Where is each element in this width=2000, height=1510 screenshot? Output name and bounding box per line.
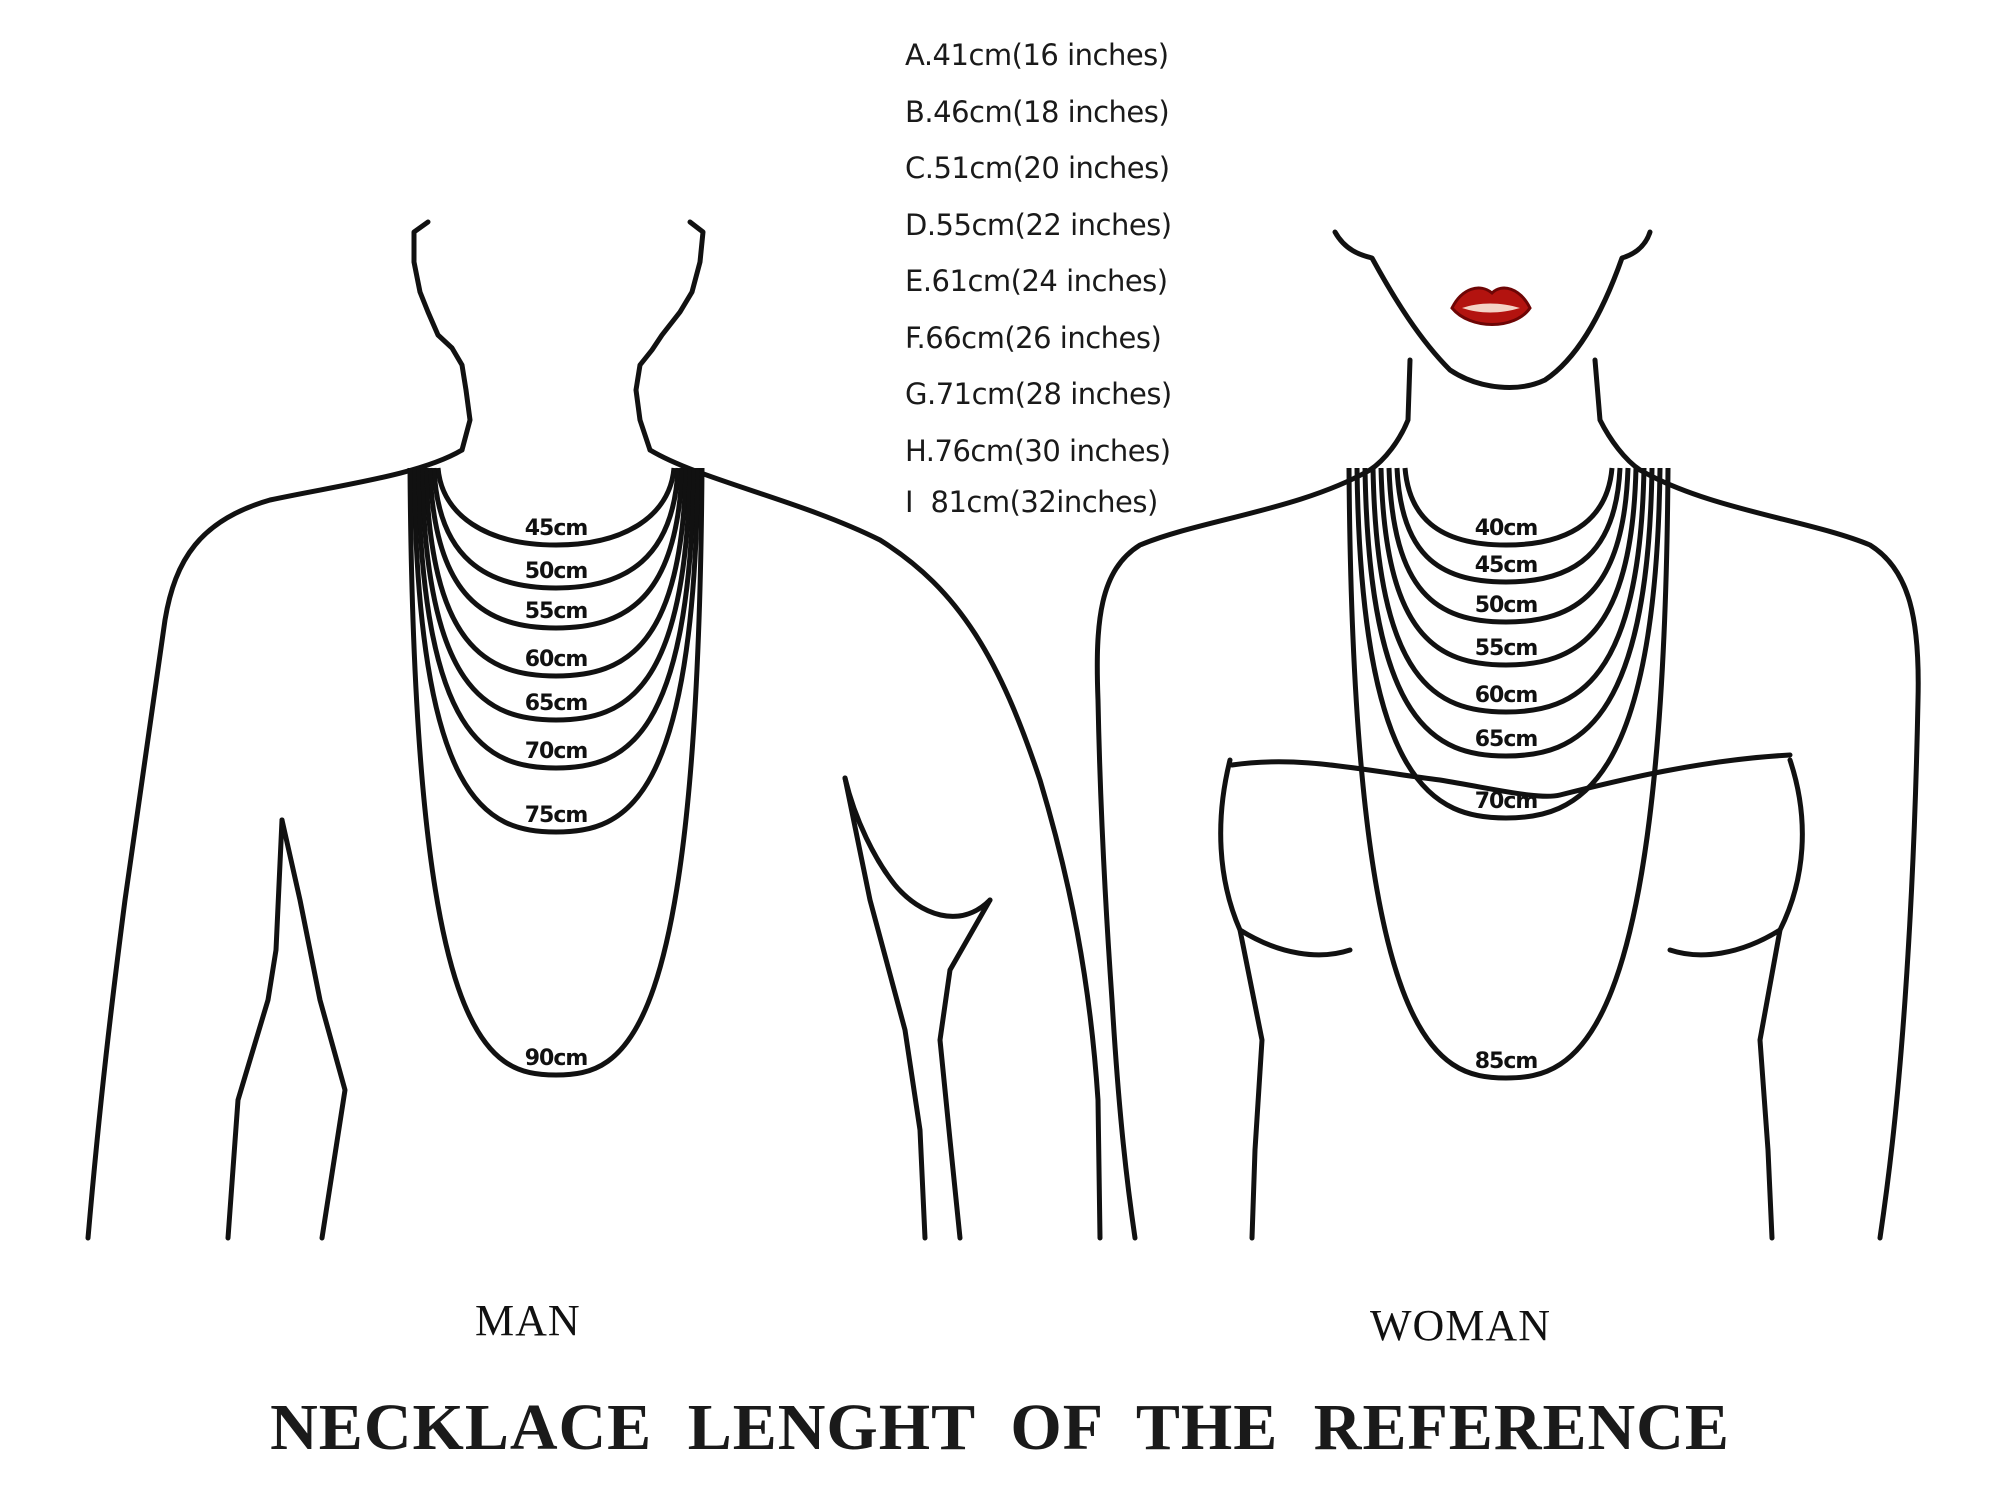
man-right-torso <box>842 775 928 1241</box>
woman-strap-line <box>1229 752 1793 799</box>
legend-item-f: F.66cm(26 inches) <box>905 320 1162 355</box>
woman-length-label: 65cm <box>1475 727 1538 752</box>
woman-necklaces <box>1346 467 1671 1081</box>
man-length-label: 70cm <box>525 739 588 764</box>
man-length-label: 55cm <box>525 599 588 624</box>
woman-necklace-2 <box>1394 467 1623 585</box>
man-necklace-6 <box>415 467 697 771</box>
man-necklace-8 <box>407 467 705 1078</box>
woman-necklace-1 <box>1402 467 1615 548</box>
legend-item-c: C.51cm(20 inches) <box>905 151 1170 185</box>
legend-item-a: A.41cm(16 inches) <box>905 38 1169 72</box>
man-necklace-4 <box>423 467 689 679</box>
man-head-left <box>411 219 473 453</box>
woman-length-labels: 40cm 45cm 50cm 55cm 60cm 65cm 70cm 85cm <box>1475 516 1539 1074</box>
woman-necklace-3 <box>1386 467 1631 625</box>
woman-length-label: 60cm <box>1475 683 1538 708</box>
woman-neck-left <box>1367 357 1413 473</box>
legend-item-d: D.55cm(22 inches) <box>905 207 1172 242</box>
man-necklace-1 <box>435 467 677 548</box>
woman-necklace-6 <box>1362 467 1655 759</box>
man-right-shoulder <box>647 447 1103 1241</box>
woman-bust-left <box>1237 927 1353 958</box>
man-necklace-7 <box>411 467 701 835</box>
woman-necklace-4 <box>1378 467 1639 668</box>
chart-title: NECKLACE LENGHT OF THE REFERENCE <box>270 1391 1730 1464</box>
man-length-label: 90cm <box>525 1046 588 1071</box>
man-necklaces <box>407 467 705 1078</box>
woman-length-label: 85cm <box>1475 1049 1538 1074</box>
woman-left-shoulder <box>1094 467 1373 1241</box>
man-necklace-2 <box>431 467 681 591</box>
man-caption: MAN <box>475 1296 581 1345</box>
man-length-label: 60cm <box>525 647 588 672</box>
length-legend: A.41cm(16 inches) B.46cm(18 inches) C.51… <box>905 30 1225 522</box>
man-necklace-5 <box>419 467 693 723</box>
legend-item-i: I 81cm(32inches) <box>905 485 1158 519</box>
man-right-armpit <box>842 775 993 919</box>
woman-length-label: 55cm <box>1475 636 1538 661</box>
woman-right-shoulder <box>1637 467 1921 1241</box>
woman-length-label: 45cm <box>1475 553 1538 578</box>
legend-item-b: B.46cm(18 inches) <box>905 94 1170 129</box>
man-necklace-3 <box>427 467 685 631</box>
man-head-right <box>633 219 706 453</box>
man-left-torso <box>279 817 348 1241</box>
man-right-inner-arm <box>937 897 993 1241</box>
man-length-label: 65cm <box>525 691 588 716</box>
woman-left-torso <box>1218 757 1265 1241</box>
man-length-label: 45cm <box>525 516 588 541</box>
man-length-label: 75cm <box>525 803 588 828</box>
figure-illustrations: 45cm 50cm 55cm 60cm 65cm 70cm 75cm 90cm 40cm 45c… <box>85 219 1921 1241</box>
woman-caption: WOMAN <box>1370 1301 1551 1350</box>
woman-necklace-8 <box>1346 467 1671 1081</box>
man-length-label: 50cm <box>525 559 588 584</box>
lips-icon <box>1450 286 1532 326</box>
man-length-labels: 45cm 50cm 55cm 60cm 65cm 70cm 75cm 90cm <box>525 516 589 1071</box>
woman-figure <box>1094 229 1921 1241</box>
woman-length-label: 70cm <box>1475 789 1538 814</box>
woman-length-label: 50cm <box>1475 593 1538 618</box>
woman-bust-right <box>1667 927 1783 958</box>
woman-face <box>1332 229 1653 390</box>
woman-length-label: 40cm <box>1475 516 1538 541</box>
woman-necklace-5 <box>1370 467 1647 715</box>
legend-item-h: H.76cm(30 inches) <box>905 433 1171 468</box>
legend-item-e: E.61cm(24 inches) <box>905 264 1168 298</box>
woman-right-torso <box>1757 757 1805 1241</box>
woman-necklace-7 <box>1354 467 1663 821</box>
man-figure <box>85 219 1103 1241</box>
man-left-inner-arm <box>225 817 285 1241</box>
man-left-shoulder <box>85 447 465 1241</box>
woman-neck-right <box>1592 357 1643 473</box>
legend-item-g: G.71cm(28 inches) <box>905 377 1172 411</box>
